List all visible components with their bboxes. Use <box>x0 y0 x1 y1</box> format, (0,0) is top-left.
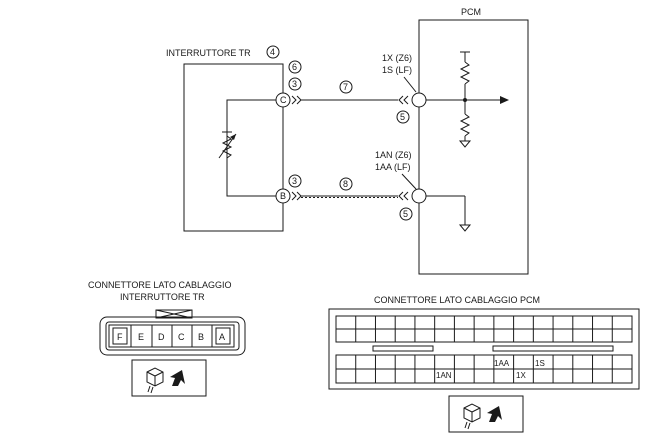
signal-arrow-icon <box>500 96 509 104</box>
switch-pin-c <box>275 92 291 108</box>
switch-pin-bb: B <box>198 332 204 342</box>
switch-pin-a: A <box>219 332 225 342</box>
pcm-terminal-bottom-line1: 1AN (Z6) <box>375 150 412 160</box>
callout-pin-c-ref-text: 3 <box>292 79 297 89</box>
callout-pcm-conn-bottom <box>399 207 413 221</box>
callout-switch <box>266 45 280 59</box>
switch-pin-cc: C <box>178 332 185 342</box>
callout-wire-top <box>339 80 353 94</box>
switch-box <box>183 63 284 232</box>
ground-icon <box>458 224 472 232</box>
resistor-icon <box>459 61 471 85</box>
switch-connector-body <box>99 316 246 356</box>
callout-pin-c-ref <box>288 77 302 91</box>
callout-ground-ref <box>288 60 302 74</box>
connector-view-icon <box>448 395 524 433</box>
pcm-pin-1an: 1AN <box>436 371 452 380</box>
pcm-pin-1x: 1X <box>516 371 526 380</box>
pcm-label: PCM <box>461 7 481 17</box>
pcm-connector-bottom-row <box>335 354 633 384</box>
variable-resistor-icon <box>221 135 233 159</box>
tr-switch-block: INTERRUTTORE TR 4 C B 6 3 3 <box>166 45 302 232</box>
pcm-pin-1aa: 1AA <box>494 359 510 368</box>
pcm-terminal-bottom-line2: 1AA (LF) <box>375 162 411 172</box>
pcm-box <box>418 19 529 275</box>
wire-top: 7 5 <box>291 80 410 124</box>
pcm-connector-title: CONNETTORE LATO CABLAGGIO PCM <box>374 295 540 305</box>
switch-label: INTERRUTTORE TR <box>166 48 251 58</box>
switch-pin-e: E <box>138 332 144 342</box>
wire-bottom: 8 5 <box>291 177 413 221</box>
callout-wire-top-text: 7 <box>343 82 348 92</box>
pcm-block: PCM 1X (Z6) 1S (LF) 1AN (Z6) 1AA (LF) <box>375 7 529 275</box>
callout-switch-text: 4 <box>270 47 275 57</box>
callout-pcm-conn-bottom-text: 5 <box>403 209 408 219</box>
switch-pin-d: D <box>158 332 165 342</box>
switch-pin-b <box>275 188 291 204</box>
callout-ground-ref-text: 6 <box>292 62 297 72</box>
switch-pin-f: F <box>117 332 123 342</box>
callout-wire-bottom <box>339 177 353 191</box>
callout-pcm-conn-top <box>396 110 410 124</box>
pcm-terminal-bottom <box>411 188 427 204</box>
pcm-terminal-top <box>411 92 427 108</box>
ground-icon <box>458 140 472 148</box>
callout-pin-b-ref <box>288 174 302 188</box>
callout-pcm-conn-top-text: 5 <box>400 112 405 122</box>
callout-wire-bottom-text: 8 <box>343 179 348 189</box>
switch-connector-title-1: CONNETTORE LATO CABLAGGIO <box>88 280 232 290</box>
switch-harness-connector: CONNETTORE LATO CABLAGGIO INTERRUTTORE T… <box>88 280 246 397</box>
pcm-terminal-top-line1: 1X (Z6) <box>382 53 412 63</box>
pcm-terminal-top-line2: 1S (LF) <box>382 65 412 75</box>
callout-pin-b-ref-text: 3 <box>292 176 297 186</box>
connector-view-icon <box>131 359 207 397</box>
pcm-connector-top-row <box>335 315 633 343</box>
pcm-pin-1s: 1S <box>535 359 545 368</box>
switch-pin-c-label: C <box>280 95 287 105</box>
switch-connector-title-2: INTERRUTTORE TR <box>120 292 205 302</box>
resistor-icon <box>459 113 471 137</box>
switch-pin-b-label: B <box>280 191 286 201</box>
pcm-connector-body <box>328 308 640 390</box>
pcm-harness-connector: CONNETTORE LATO CABLAGGIO PCM 1AA 1S 1AN… <box>328 295 640 433</box>
